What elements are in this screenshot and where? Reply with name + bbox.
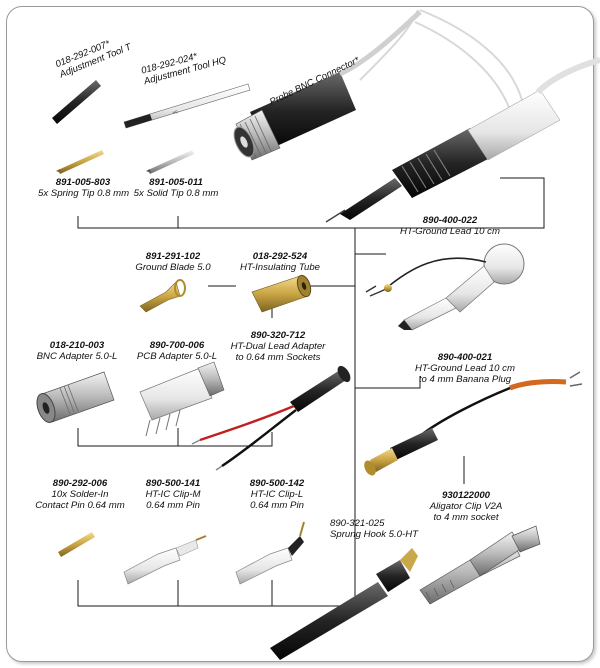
insulating-tube-icon xyxy=(251,274,312,313)
bnc-adapter-icon xyxy=(36,371,115,423)
solder-pin-icon xyxy=(58,532,95,557)
main-probe-icon xyxy=(325,57,600,223)
pcb-adapter-icon xyxy=(139,361,225,437)
adjustment-tool-t-icon xyxy=(52,80,101,124)
probe-hq-marking: HQ xyxy=(172,110,178,115)
solid-tip-icon xyxy=(146,150,194,174)
connector-lines xyxy=(77,177,545,607)
dual-lead-adapter-icon xyxy=(191,365,351,471)
bnc-connector-icon xyxy=(233,10,422,161)
sprung-hook-icon xyxy=(270,548,418,660)
adjustment-tool-hq-icon xyxy=(123,83,251,129)
ic-clip-m-icon xyxy=(123,535,207,585)
alligator-clip-icon xyxy=(419,525,541,605)
probe-cable xyxy=(359,9,523,111)
spring-tip-icon xyxy=(56,150,104,174)
ground-banana-icon xyxy=(364,371,583,476)
ic-clip-l-icon xyxy=(235,521,305,585)
ground-blade-icon xyxy=(139,279,186,313)
ground-lead-icon xyxy=(365,243,525,331)
